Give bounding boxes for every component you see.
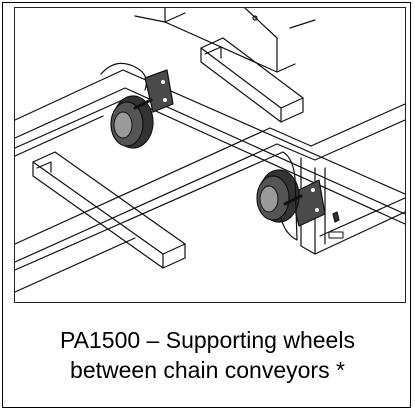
cross-member-top xyxy=(200,37,304,123)
conveyor-illustration xyxy=(14,7,406,303)
support-wheel-right xyxy=(256,169,326,227)
wheel-housing-lower xyxy=(280,151,340,241)
caption-line-1: PA1500 – Supporting wheels xyxy=(60,327,355,353)
upper-conveyor-rail xyxy=(15,62,405,225)
support-wheel-left xyxy=(110,69,174,149)
figure-frame: PA1500 – Supporting wheels between chain… xyxy=(2,2,411,408)
figure-caption: PA1500 – Supporting wheels between chain… xyxy=(3,325,412,385)
cross-member-bottom xyxy=(32,151,186,269)
caption-line-2: between chain conveyors * xyxy=(70,357,345,383)
conveyor-drawing xyxy=(15,8,405,293)
